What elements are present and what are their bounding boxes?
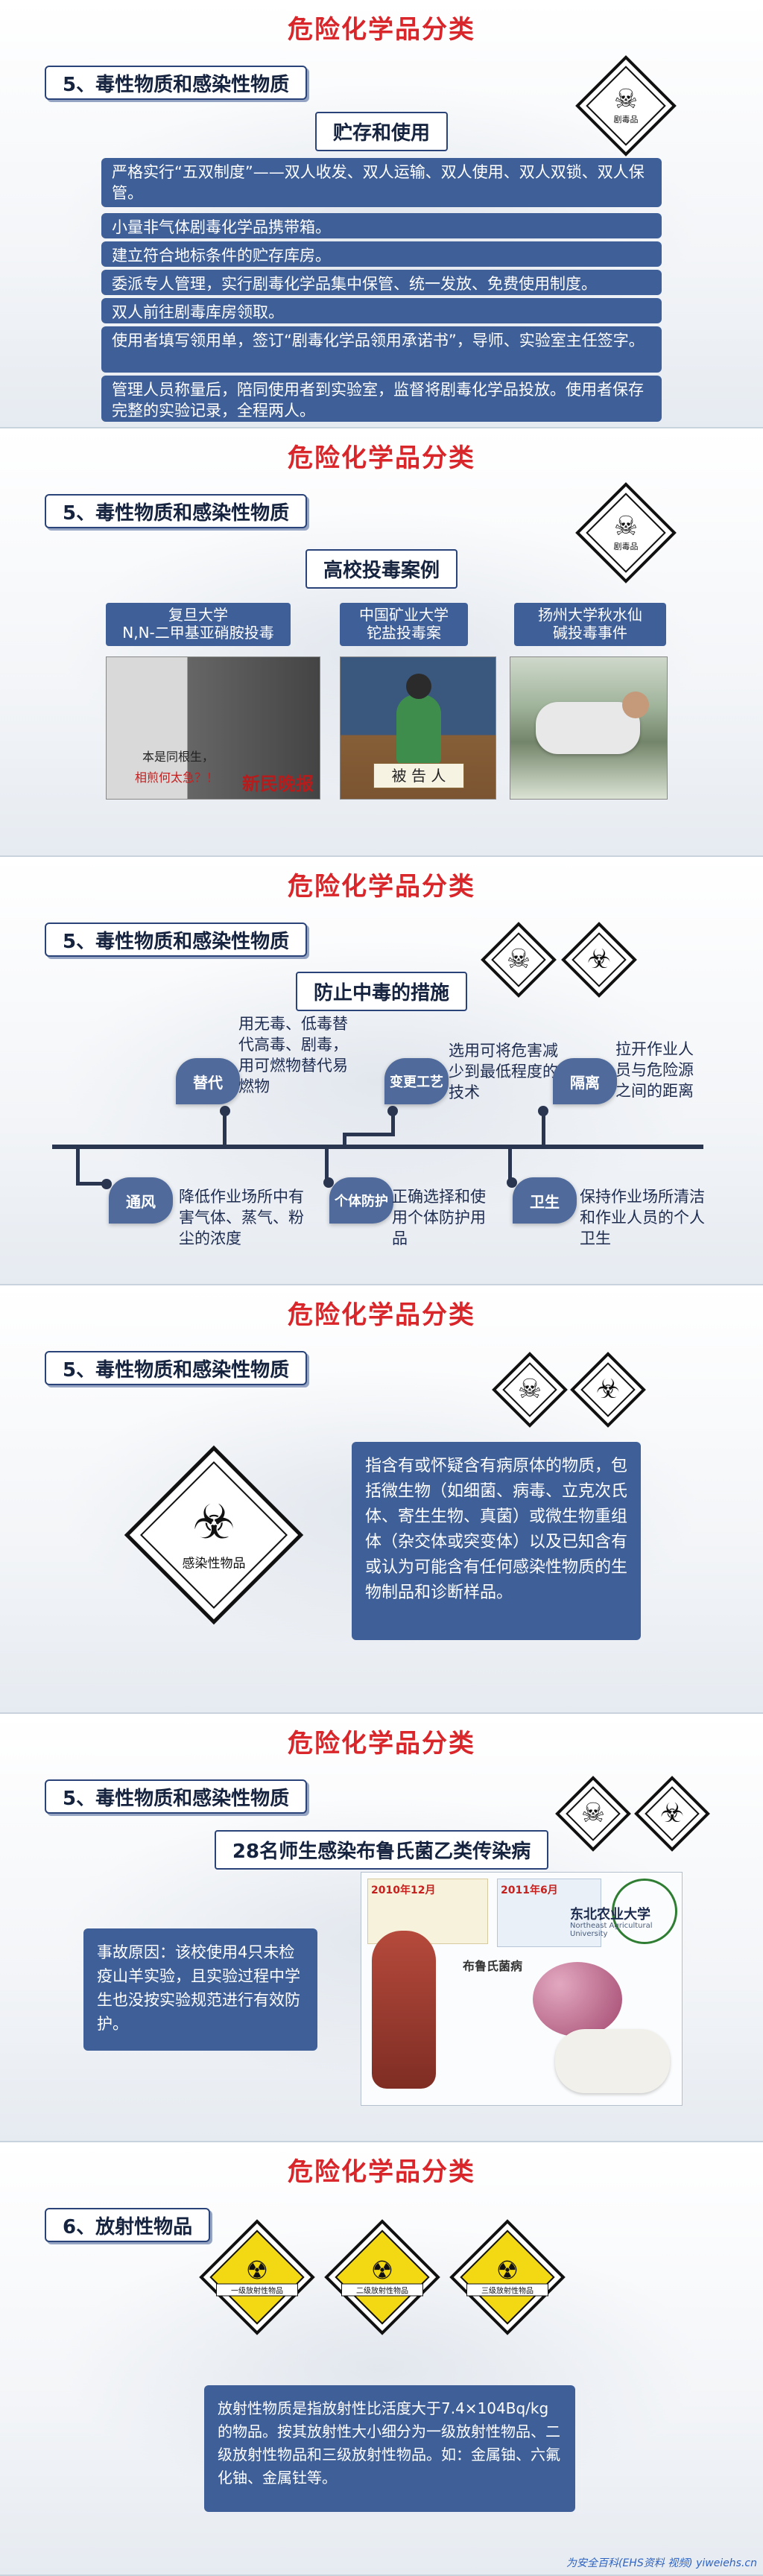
reason-box: 事故原因：该校使用4只未检疫山羊实验，且实验过程中学生也没按实验规范进行有效防护… bbox=[83, 1928, 317, 2051]
change-process-text: 选用可将危害减少到最低程度的技术 bbox=[449, 1042, 558, 1101]
slide-storage-and-use: 危险化学品分类 5、毒性物质和感染性物质 ☠ 剧毒品 贮存和使用 严格实行“五双… bbox=[0, 0, 763, 428]
case-2-label: 中国矿业大学铊盐投毒案 bbox=[340, 603, 468, 646]
case-3-label: 扬州大学秋水仙碱投毒事件 bbox=[514, 603, 666, 646]
biohazard-icon: ☣ bbox=[595, 1374, 621, 1405]
node-change-process: 变更工艺 bbox=[384, 1058, 449, 1104]
slide-title: 危险化学品分类 bbox=[288, 15, 475, 45]
radiation-icon: ☢ bbox=[370, 2256, 394, 2286]
definition-box: 指含有或怀疑含有病原体的物质，包括微生物（如细菌、病毒、立克次氏体、寄生生物、真… bbox=[352, 1442, 641, 1640]
radioactive-sign-1: ☢ 一级放射性物品 bbox=[199, 2219, 315, 2335]
bar-5: 双人前往剧毒库房领取。 bbox=[101, 298, 662, 323]
section-heading: 6、放射性物品 bbox=[45, 2208, 211, 2242]
node-substitute: 替代 bbox=[176, 1058, 240, 1104]
slide-brucellosis-case: 危险化学品分类 5、毒性物质和感染性物质 ☠ ☣ 28名师生感染布鲁氏菌乙类传染… bbox=[0, 1714, 763, 2142]
skull-icon: ☠ bbox=[580, 1798, 606, 1829]
slide-title: 危险化学品分类 bbox=[288, 1729, 475, 1759]
slide-title: 危险化学品分类 bbox=[288, 2157, 475, 2187]
node-ppe: 个体防护 bbox=[329, 1177, 393, 1224]
infectious-hazard-sign: ☣ 感染性物品 bbox=[124, 1445, 304, 1625]
isolation-text: 拉开作业人员与危险源之间的距离 bbox=[615, 1040, 694, 1100]
bar-4: 委派专人管理，实行剧毒化学品集中保管、统一发放、免费使用制度。 bbox=[101, 270, 662, 295]
section-heading: 5、毒性物质和感染性物质 bbox=[45, 494, 308, 528]
case-poster: 2010年12月 2011年6月 东北农业大学 Northeast Agricu… bbox=[361, 1872, 683, 2106]
footer-source: 为安全百科(EHS资料 视频) yiweiehs.cn bbox=[566, 2557, 757, 2569]
substitute-text: 用无毒、低毒替代高毒、剧毒，用可燃物替代易燃物 bbox=[238, 1015, 348, 1095]
section-heading: 5、毒性物质和感染性物质 bbox=[45, 1779, 308, 1814]
case-1-photo: 本是同根生， 相煎何太急？！ 新民晚报 bbox=[106, 656, 320, 800]
hygiene-text: 保持作业场所清洁和作业人员的个人卫生 bbox=[580, 1188, 705, 1247]
biohazard-icon: ☣ bbox=[586, 944, 612, 975]
skull-icon: ☠ bbox=[613, 511, 639, 542]
case-2-photo: 被 告 人 bbox=[340, 656, 496, 800]
slide-prevent-poisoning: 危险化学品分类 5、毒性物质和感染性物质 ☠ ☣ 防止中毒的措施 替代 用无毒、… bbox=[0, 857, 763, 1285]
subtitle: 高校投毒案例 bbox=[0, 549, 763, 589]
ppe-text: 正确选择和使用个体防护用品 bbox=[392, 1188, 486, 1247]
bar-1: 严格实行“五双制度”——双人收发、双人运输、双人使用、双人双锁、双人保管。 bbox=[101, 158, 662, 207]
subtitle: 28名师生感染布鲁氏菌乙类传染病 bbox=[0, 1830, 763, 1870]
bar-7: 管理人员称量后，陪同使用者到实验室，监督将剧毒化学品投放。使用者保存完整的实验记… bbox=[101, 376, 662, 422]
section-heading: 5、毒性物质和感染性物质 bbox=[45, 923, 308, 957]
slide-title: 危险化学品分类 bbox=[288, 1300, 475, 1330]
bar-2: 小量非气体剧毒化学品携带箱。 bbox=[101, 213, 662, 238]
toxic-hazard-sign: ☠ bbox=[492, 1352, 568, 1428]
subtitle: 防止中毒的措施 bbox=[0, 972, 763, 1011]
biohazard-icon: ☣ bbox=[659, 1798, 685, 1829]
biohazard-icon: ☣ bbox=[192, 1495, 235, 1551]
radiation-icon: ☢ bbox=[245, 2256, 269, 2286]
radioactive-sign-2: ☢ 二级放射性物品 bbox=[324, 2219, 440, 2335]
section-heading: 5、毒性物质和感染性物质 bbox=[45, 66, 308, 100]
bar-6: 使用者填写领用单，签订“剧毒化学品领用承诺书”，导师、实验室主任签字。 bbox=[101, 326, 662, 373]
section-heading: 5、毒性物质和感染性物质 bbox=[45, 1351, 308, 1385]
subtitle: 贮存和使用 bbox=[0, 112, 763, 151]
skull-icon: ☠ bbox=[517, 1374, 542, 1405]
slide-title: 危险化学品分类 bbox=[288, 872, 475, 902]
radioactive-definition: 放射性物质是指放射性比活度大于7.4×104Bq/kg的物品。按其放射性大小细分… bbox=[204, 2385, 575, 2512]
biohazard-sign: ☣ bbox=[570, 1352, 646, 1428]
node-hygiene: 卫生 bbox=[513, 1177, 577, 1224]
slide-title: 危险化学品分类 bbox=[288, 443, 475, 473]
radioactive-sign-3: ☢ 三级放射性物品 bbox=[449, 2219, 566, 2335]
skull-icon: ☠ bbox=[506, 944, 531, 975]
node-ventilation: 通风 bbox=[109, 1177, 173, 1224]
slide-infectious-substance: 危险化学品分类 5、毒性物质和感染性物质 ☠ ☣ ☣ 感染性物品 指含有或怀疑含… bbox=[0, 1285, 763, 1714]
case-3-photo bbox=[510, 656, 668, 800]
node-isolation: 隔离 bbox=[553, 1058, 617, 1104]
timeline bbox=[52, 1145, 703, 1149]
slide-radioactive-material: 危险化学品分类 6、放射性物品 ☢ 一级放射性物品 ☢ 二级放射性物品 ☢ 三级… bbox=[0, 2142, 763, 2576]
radiation-icon: ☢ bbox=[496, 2256, 519, 2286]
bar-3: 建立符合地标条件的贮存库房。 bbox=[101, 241, 662, 267]
skull-icon: ☠ bbox=[613, 84, 639, 115]
ventilation-text: 降低作业场所中有害气体、蒸气、粉尘的浓度 bbox=[179, 1188, 304, 1247]
